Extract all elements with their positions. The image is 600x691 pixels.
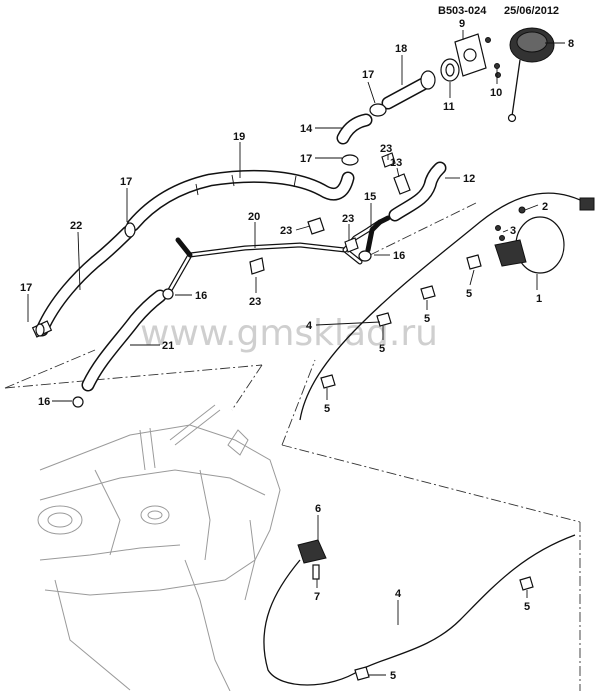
callout-5-b: 5 [424, 313, 430, 325]
callout-5-e: 5 [524, 601, 530, 613]
callout-18: 18 [395, 43, 407, 55]
callout-23-top: 23 [380, 143, 392, 155]
callout-4-upper: 4 [306, 320, 313, 332]
watermark: www.gmsklad.ru [140, 313, 438, 354]
callout-23-left: 23 [280, 225, 292, 237]
callout-10: 10 [490, 87, 502, 99]
callout-9: 9 [459, 18, 465, 30]
elbow-14 [336, 113, 373, 145]
clips-5 [320, 254, 534, 681]
callout-15: 15 [364, 191, 376, 203]
hose-12 [388, 161, 447, 222]
callout-6: 6 [315, 503, 321, 515]
fastener-2 [518, 206, 526, 214]
callout-16-middle: 16 [195, 290, 207, 302]
fuel-tank-drawing [37, 404, 281, 691]
filler-housing-9 [454, 33, 487, 77]
callout-22: 22 [70, 220, 82, 232]
callout-2: 2 [542, 201, 548, 213]
callout-3: 3 [510, 225, 516, 237]
reference-dash-lines [4, 201, 581, 691]
callout-14: 14 [300, 123, 313, 135]
callout-1: 1 [536, 293, 542, 305]
callout-16-right: 16 [393, 250, 405, 262]
callout-7: 7 [314, 591, 320, 603]
callout-17-mid: 17 [300, 153, 312, 165]
pipe-20 [167, 219, 383, 293]
callout-12: 12 [463, 173, 475, 185]
screws-10 [485, 37, 501, 78]
hose-19 [126, 169, 355, 232]
hose-22 [31, 225, 135, 338]
callout-labels: 1 2 3 4 4 5 5 5 5 5 5 6 7 8 9 10 11 12 1… [20, 18, 574, 682]
callout-11: 11 [443, 101, 455, 113]
callout-5-c: 5 [379, 343, 385, 355]
hose-21 [81, 289, 167, 392]
callout-4-lower: 4 [395, 588, 402, 600]
diagram-date: 25/06/2012 [504, 5, 559, 17]
callout-16-left: 16 [38, 396, 50, 408]
hose-15 [365, 215, 391, 253]
callout-17-top: 17 [362, 69, 374, 81]
callout-8: 8 [568, 38, 574, 50]
callout-5-d: 5 [324, 403, 330, 415]
callout-17-left: 17 [120, 176, 132, 188]
callout-23-bottom: 23 [249, 296, 261, 308]
callout-23-mid: 23 [342, 213, 354, 225]
grommet-11 [440, 58, 460, 82]
filler-hose-18 [381, 70, 436, 110]
fuel-cap-8 [507, 27, 555, 123]
callout-13: 13 [390, 157, 402, 169]
hose-clamps [35, 103, 396, 408]
diagram-code: B503-024 [438, 5, 487, 17]
fuel-door-1 [494, 216, 565, 274]
callout-5-a: 5 [466, 288, 472, 300]
bracket-13 [393, 173, 411, 195]
release-lever-6 [297, 539, 327, 564]
callout-20: 20 [248, 211, 260, 223]
fasteners-3 [495, 225, 505, 241]
callout-5-f: 5 [390, 670, 396, 682]
callout-21: 21 [162, 340, 174, 352]
callout-19: 19 [233, 131, 245, 143]
screw-7 [312, 564, 320, 580]
leader-lines [27, 30, 565, 676]
callout-17-far-left: 17 [20, 282, 32, 294]
